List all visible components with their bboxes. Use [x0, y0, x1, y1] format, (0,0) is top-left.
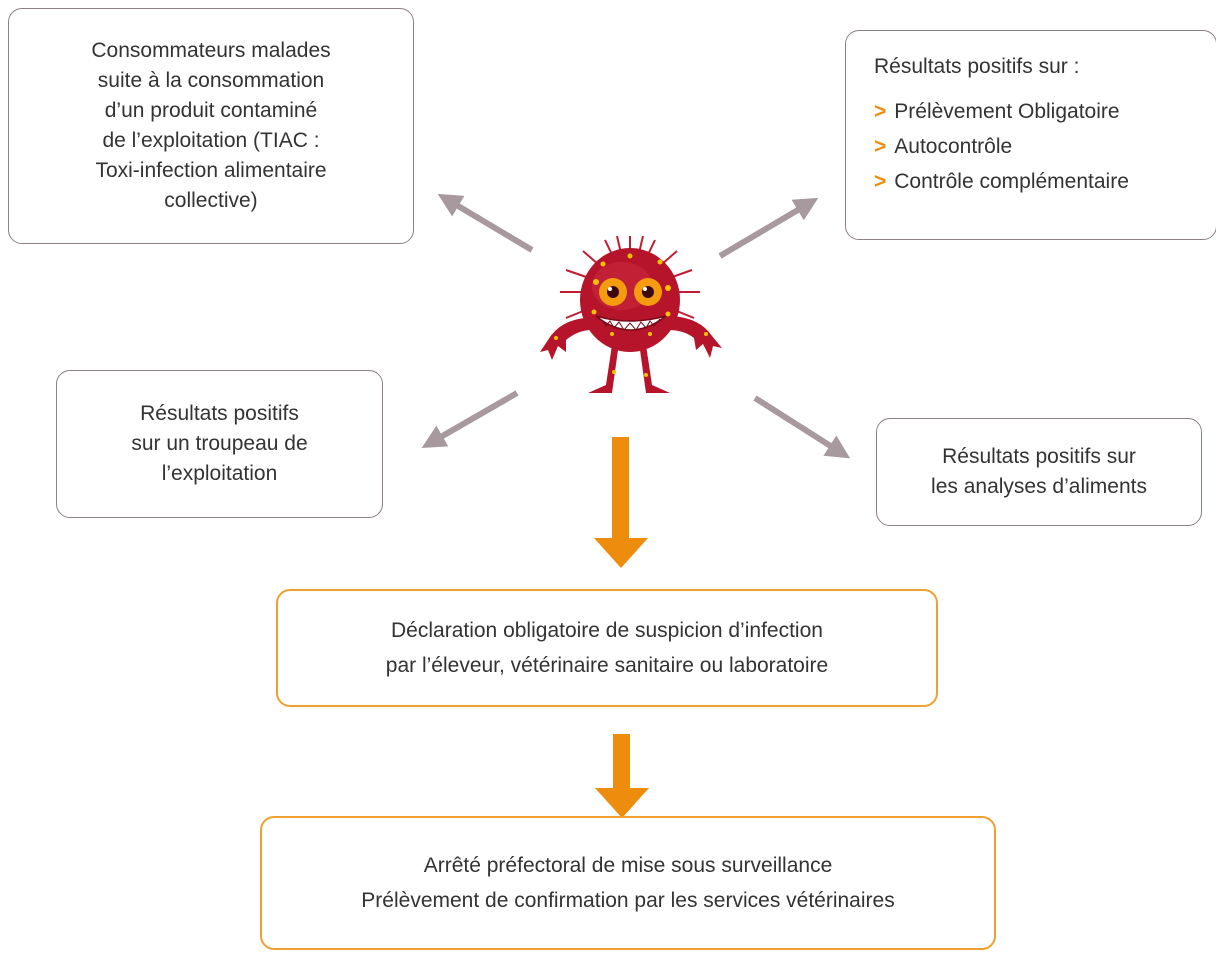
herd-line: l’exploitation [161, 462, 278, 485]
tiac-box: Consommateurs malades suite à la consomm… [8, 8, 414, 244]
list-item-label: Contrôle complémentaire [894, 170, 1129, 193]
chevron-right-icon: > [874, 100, 887, 123]
list-item: > Contrôle complémentaire [874, 164, 1129, 199]
food-line: Résultats positifs sur [942, 445, 1136, 468]
list-item: > Prélèvement Obligatoire [874, 94, 1129, 129]
arrow-to-food [753, 395, 851, 459]
arrow-down-to-arrete [595, 734, 649, 818]
results-list: > Prélèvement Obligatoire > Autocontrôle >… [874, 94, 1129, 199]
arrete-line: Prélèvement de confirmation par les serv… [361, 889, 895, 912]
tiac-line: d’un produit contaminé [104, 99, 318, 122]
results-list-box: Résultats positifs sur : > Prélèvement Ob… [845, 30, 1216, 240]
tiac-line: Consommateurs malades [91, 39, 331, 62]
arrow-to-results-list [718, 197, 819, 259]
microbe-mascot [540, 235, 722, 393]
food-analysis-box: Résultats positifs sur les analyses d’al… [876, 418, 1202, 526]
tiac-line: suite à la consommation [97, 69, 325, 92]
tiac-line: de l’exploitation (TIAC : [102, 129, 320, 152]
chevron-right-icon: > [874, 170, 887, 193]
tiac-line: collective) [164, 189, 258, 212]
herd-line: Résultats positifs [140, 402, 299, 425]
tiac-line: Toxi-infection alimentaire [95, 159, 327, 182]
arrow-to-herd [421, 390, 519, 448]
declaration-box: Déclaration obligatoire de suspicion d’i… [276, 589, 938, 707]
chevron-right-icon: > [874, 135, 887, 158]
herd-box: Résultats positifs sur un troupeau de l’… [56, 370, 383, 518]
list-item-label: Prélèvement Obligatoire [894, 100, 1120, 123]
results-list-intro: Résultats positifs sur : [874, 55, 1080, 78]
herd-line: sur un troupeau de [131, 432, 308, 455]
arrow-down-to-declaration [594, 437, 648, 568]
list-item: > Autocontrôle [874, 129, 1129, 164]
declaration-line: par l’éleveur, vétérinaire sanitaire ou … [385, 654, 829, 677]
list-item-label: Autocontrôle [894, 135, 1013, 158]
arrete-line: Arrêté préfectoral de mise sous surveill… [423, 854, 833, 877]
arrete-box: Arrêté préfectoral de mise sous surveill… [260, 816, 996, 950]
food-line: les analyses d’aliments [931, 475, 1147, 498]
arrow-to-tiac [437, 193, 534, 253]
declaration-line: Déclaration obligatoire de suspicion d’i… [391, 619, 823, 642]
